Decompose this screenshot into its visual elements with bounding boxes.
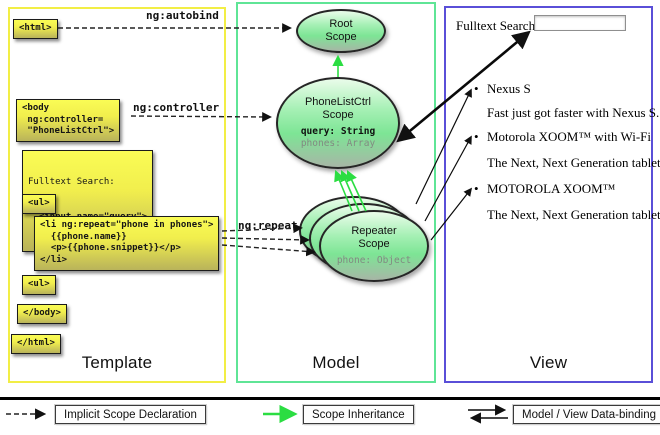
code-box-body-open: <body ng:controller= "PhoneListCtrl"> xyxy=(16,99,121,143)
phone-name: MOTOROLA XOOM™ xyxy=(487,181,616,196)
list-item-title: • Motorola XOOM™ with Wi-Fi xyxy=(474,129,651,145)
view-search-input[interactable] xyxy=(534,15,626,31)
bullet-icon: • xyxy=(474,129,479,144)
bullet-icon: • xyxy=(474,181,479,196)
phone-name: Motorola XOOM™ with Wi-Fi xyxy=(487,129,652,144)
fulltext-label-line: Fulltext Search: xyxy=(28,177,115,188)
code-box-html-close: </html> xyxy=(11,334,61,354)
legend-separator xyxy=(0,397,660,400)
model-column: Model xyxy=(236,2,436,383)
phonelistctrl-scope-ellipse: PhoneListCtrl Scope query: String phones… xyxy=(276,77,400,169)
bullet-icon: • xyxy=(474,81,479,96)
legend-implicit-scope: Implicit Scope Declaration xyxy=(55,405,206,424)
code-box-ul-close: <ul> xyxy=(22,275,56,295)
list-item-title: • MOTOROLA XOOM™ xyxy=(474,181,615,197)
query-property: query: String xyxy=(300,126,376,138)
template-column-title: Template xyxy=(81,353,153,372)
repeater-scope-label: Repeater Scope xyxy=(351,224,397,250)
phone-snippet: The Next, Next Generation tablet. xyxy=(487,155,660,170)
code-box-html-open: <html> xyxy=(13,19,58,39)
root-scope-ellipse: Root Scope xyxy=(296,9,386,53)
legend-data-binding: Model / View Data-binding xyxy=(513,405,660,424)
view-search-label: Fulltext Search: xyxy=(456,18,539,33)
code-box-body-close: </body> xyxy=(17,304,67,324)
legend-scope-inheritance: Scope Inheritance xyxy=(303,405,414,424)
phonelistctrl-scope-label: PhoneListCtrl Scope xyxy=(304,95,372,121)
phone-property: phone: Object xyxy=(336,255,412,267)
code-box-ul-open: <ul> xyxy=(22,194,56,214)
list-item-title: • Nexus S xyxy=(474,81,531,97)
phone-name: Nexus S xyxy=(487,81,531,96)
phone-snippet: Fast just got faster with Nexus S. xyxy=(487,105,660,120)
root-scope-label: Root Scope xyxy=(325,18,357,43)
ng-repeat-label: ng:repeat xyxy=(238,219,298,232)
ng-autobind-label: ng:autobind xyxy=(146,9,219,22)
ng-controller-label: ng:controller xyxy=(133,101,220,114)
code-box-li-repeat: <li ng:repeat="phone in phones"> {{phone… xyxy=(34,216,220,271)
phones-property: phones: Array xyxy=(300,138,376,150)
model-column-title: Model xyxy=(312,353,360,372)
repeater-scope-ellipse-front: Repeater Scope phone: Object xyxy=(319,210,429,282)
phone-snippet: The Next, Next Generation tablet. xyxy=(487,207,660,222)
view-column-title: View xyxy=(529,353,568,372)
